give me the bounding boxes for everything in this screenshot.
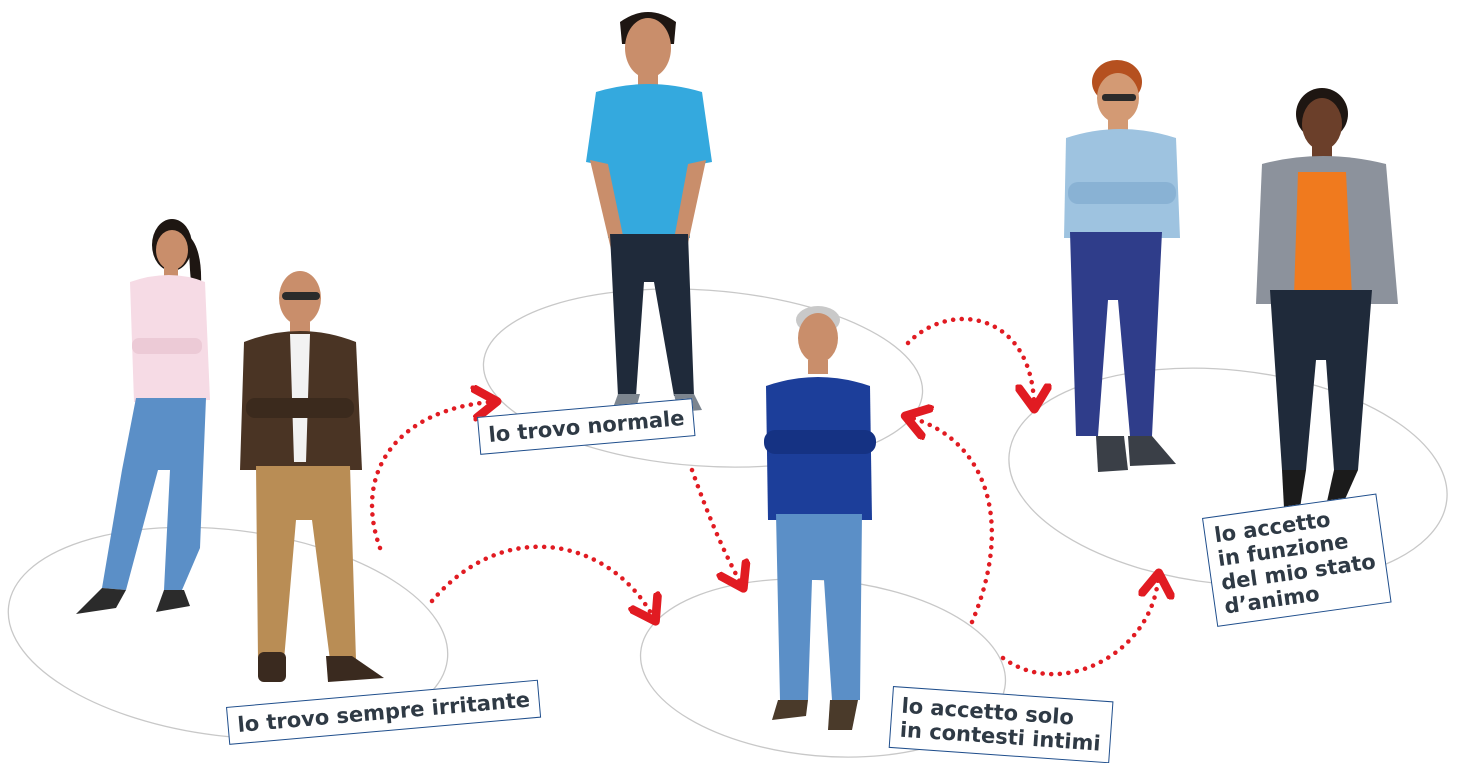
- ellipse-normale: [482, 288, 924, 468]
- arrow-intimi-to-funzione: [1000, 580, 1158, 677]
- arrow-irritante-to-intimi: [429, 544, 652, 615]
- person-woman-denim-jacket: [1064, 60, 1180, 472]
- person-man-blue-polo: [586, 12, 712, 416]
- person-woman-pink-shirt: [76, 219, 210, 614]
- arrow-group: [369, 316, 1158, 677]
- person-woman-grey-blazer: [1256, 88, 1398, 508]
- person-man-blue-sweater: [764, 306, 876, 730]
- arrow-normale-to-funzione: [905, 316, 1034, 402]
- arrow-irritante-to-normale: [369, 402, 490, 551]
- arrow-intimi-to-normale: [912, 418, 995, 625]
- person-man-brown-jacket: [240, 271, 384, 682]
- ellipse-irritante: [7, 526, 449, 740]
- arrow-normale-to-intimi: [689, 467, 740, 582]
